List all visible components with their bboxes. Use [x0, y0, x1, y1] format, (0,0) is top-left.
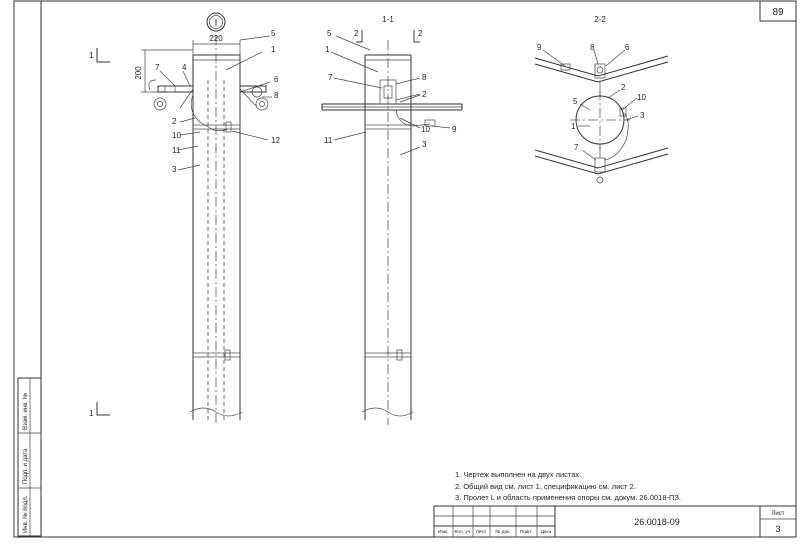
callout-a-12: 12 — [271, 136, 280, 145]
note-3: 3. Пролет L и область применения опоры с… — [455, 493, 682, 502]
callout-a-5: 5 — [271, 29, 276, 38]
callout-b-7: 7 — [328, 73, 333, 82]
doc-code: 26.0018-09 — [634, 517, 680, 527]
callout-b-2: 2 — [422, 90, 427, 99]
stamp-replace-inv: Взам. инв. № — [22, 393, 29, 430]
callout-a-1: 1 — [271, 45, 276, 54]
side-stamp: Инв. № подл. Подп. и дата Взам. инв. № — [17, 377, 42, 537]
cut-mark-2-left: 2 — [354, 29, 359, 38]
stamp-inv-original: Инв. № подл. — [22, 495, 29, 533]
callout-c-8: 8 — [590, 43, 595, 52]
callout-c-10: 10 — [637, 93, 646, 102]
section-label-1-1: 1-1 — [382, 15, 394, 24]
top-sheet-number-box: 89 — [759, 0, 797, 22]
sheet-value: 3 — [775, 524, 780, 534]
callout-a-7: 7 — [155, 63, 160, 72]
callout-c-2: 2 — [621, 83, 626, 92]
title-block: Изм. Кол. уч. Лист № док. Подп. Дата 26.… — [433, 505, 797, 538]
callout-a-2: 2 — [172, 117, 177, 126]
tb-col-date: Дата — [541, 529, 552, 535]
tb-col-izm: Изм. — [438, 529, 448, 535]
circle-mark-label: I — [215, 18, 218, 28]
tb-col-sign: Подп. — [520, 529, 533, 535]
tb-col-list: Лист — [476, 529, 487, 535]
note-1: 1. Чертеж выполнен на двух листах. — [455, 470, 582, 479]
callout-a-10: 10 — [172, 131, 181, 140]
callout-c-7: 7 — [574, 143, 579, 152]
callout-c-6: 6 — [625, 43, 630, 52]
callout-a-11: 11 — [172, 146, 181, 155]
note-2: 2. Общий вид см. лист 1, спецификацию см… — [455, 481, 636, 491]
circle-mark — [206, 12, 226, 32]
view-section-1-1: 1-1 2 2 5 1 7 8 — [321, 15, 463, 425]
callout-b-9: 9 — [452, 125, 457, 134]
top-sheet-number: 89 — [772, 7, 784, 18]
callout-a-3: 3 — [172, 165, 177, 174]
tb-col-doc: № док. — [495, 529, 510, 535]
section-label-2-2: 2-2 — [594, 15, 606, 24]
stamp-sign-date: Подп. и дата — [23, 448, 29, 484]
callout-a-8: 8 — [274, 91, 279, 100]
callout-a-6: 6 — [274, 75, 279, 84]
tb-col-kol: Кол. уч. — [454, 529, 471, 535]
callout-c-3: 3 — [640, 111, 645, 120]
callout-b-1: 1 — [325, 45, 330, 54]
cut-mark-2-right: 2 — [418, 29, 423, 38]
drawing-notes: 1. Чертеж выполнен на двух листах. 2. Об… — [455, 469, 681, 504]
callout-c-9: 9 — [537, 43, 542, 52]
cut-mark-top: 1 — [89, 51, 94, 60]
dimension-width: 220 — [209, 34, 223, 43]
cut-mark-bottom: 1 — [89, 409, 94, 418]
sheet-label: Лист — [771, 511, 784, 517]
callout-b-11: 11 — [324, 136, 333, 145]
callout-b-5: 5 — [327, 29, 332, 38]
callout-b-3: 3 — [422, 140, 427, 149]
callout-b-10: 10 — [421, 125, 430, 134]
callout-c-5: 5 — [573, 97, 578, 106]
view-front: I 220 200 1 1 7 4 5 1 6 8 2 10 11 — [89, 12, 280, 425]
dimension-height: 200 — [134, 66, 143, 80]
callout-c-1: 1 — [571, 122, 576, 131]
outer-frame — [13, 0, 797, 538]
view-section-2-2: 2-2 9 8 6 2 10 5 1 3 — [534, 15, 669, 184]
callout-a-4: 4 — [182, 63, 187, 72]
callout-b-8: 8 — [422, 73, 427, 82]
